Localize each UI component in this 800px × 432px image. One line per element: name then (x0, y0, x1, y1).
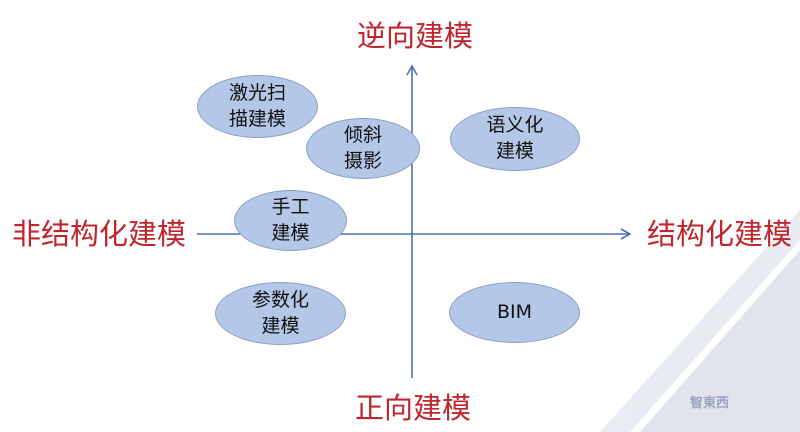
node-oblique-photography: 倾斜 摄影 (306, 118, 420, 179)
node-label-line: 建模 (271, 221, 310, 244)
axis-label-bottom: 正向建模 (355, 391, 472, 425)
node-laser-scan-modeling: 激光扫 描建模 (197, 75, 318, 138)
node-label-line: BIM (496, 300, 533, 323)
node-label-line: 倾斜 (343, 123, 382, 146)
axis-label-right: 结构化建模 (647, 217, 793, 251)
node-label-line: 建模 (495, 140, 534, 162)
node-semantic-modeling: 语义化 建模 (450, 107, 580, 171)
node-label-line: 语义化 (486, 114, 544, 137)
node-bim: BIM (449, 282, 580, 343)
node-manual-modeling: 手工 建模 (234, 190, 347, 251)
axis-label-left: 非结构化建模 (12, 217, 187, 251)
node-label-line: 手工 (271, 195, 310, 218)
node-label-line: 描建模 (228, 107, 286, 130)
watermark-logo (600, 210, 800, 432)
node-label-line: 激光扫 (228, 81, 286, 104)
node-parametric-modeling: 参数化 建模 (215, 282, 346, 345)
node-label-line: 建模 (261, 314, 300, 337)
node-label-line: 参数化 (251, 288, 309, 311)
node-label-line: 摄影 (343, 149, 382, 172)
axis-label-top: 逆向建模 (357, 19, 474, 53)
watermark-text: 智東西 (690, 396, 730, 411)
